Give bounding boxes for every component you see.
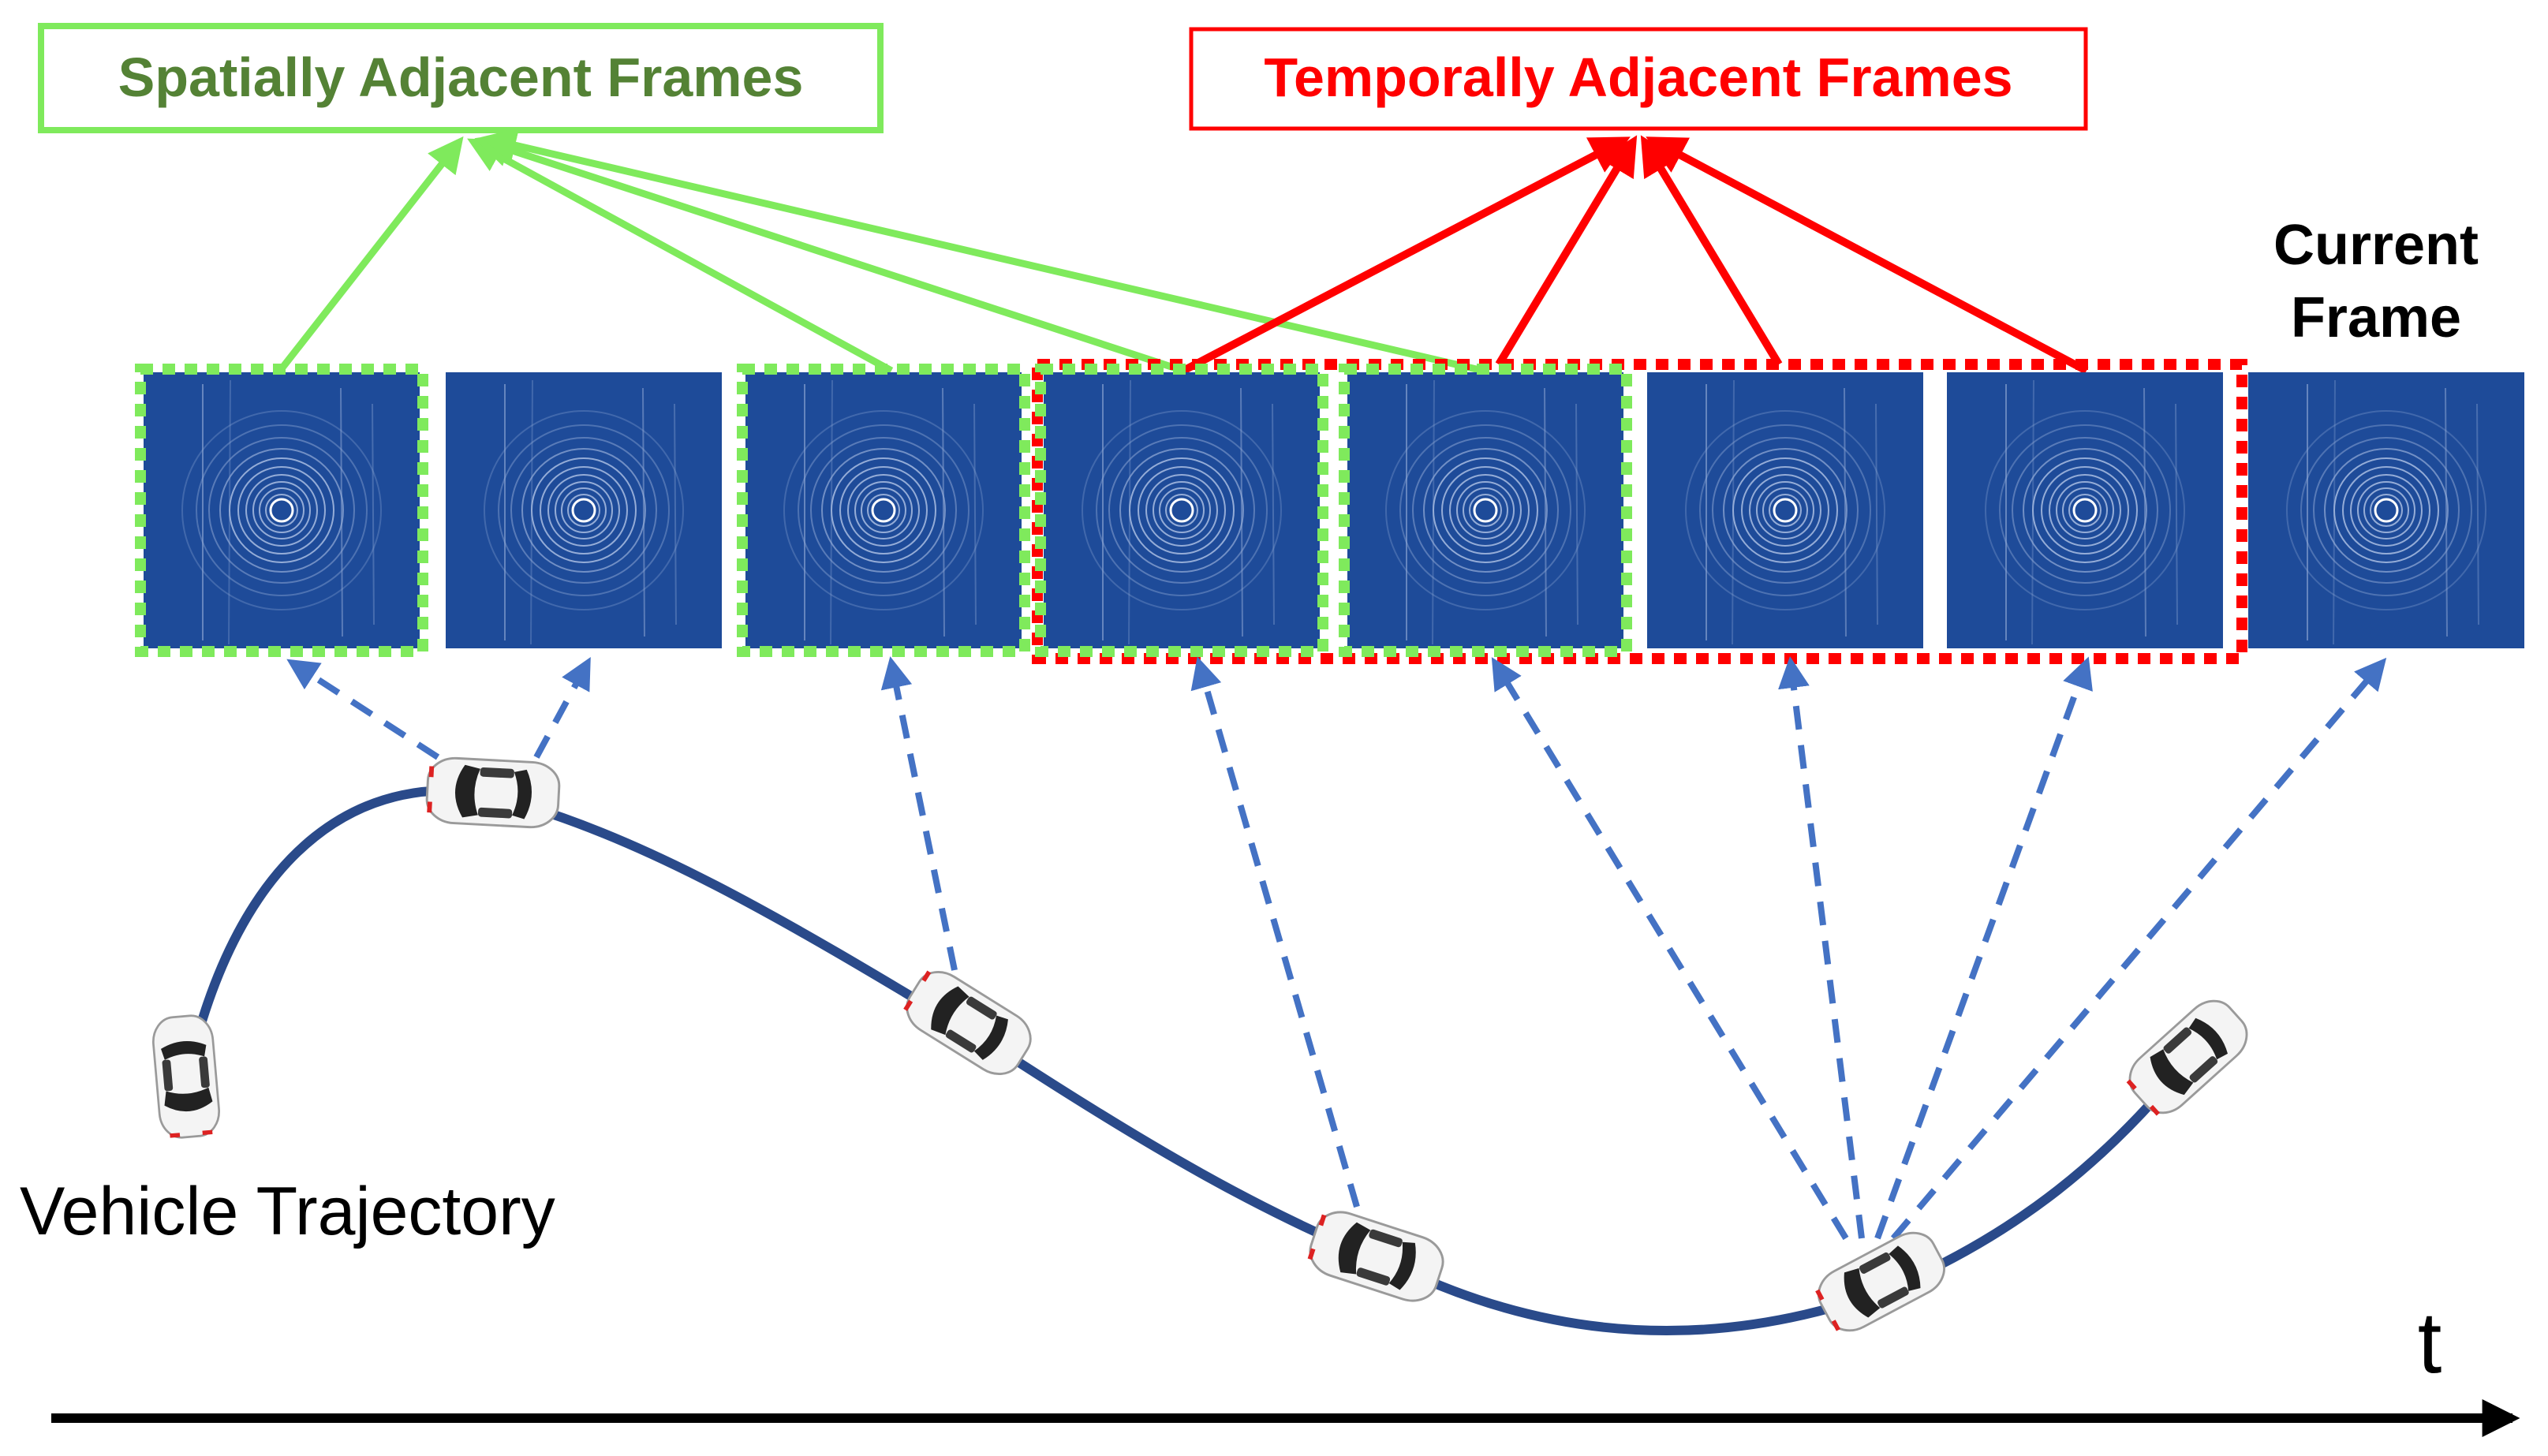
spatial-border-4 bbox=[1035, 364, 1328, 657]
frame-3 bbox=[744, 371, 1023, 650]
spatial-arrow-1 bbox=[277, 136, 464, 373]
vehicle-4 bbox=[1302, 1204, 1451, 1309]
frame-8-current bbox=[2247, 371, 2526, 650]
current-frame-label-line2: Frame bbox=[2291, 286, 2461, 349]
spatial-arrow-3 bbox=[467, 138, 894, 374]
spatial-arrow-4 bbox=[474, 132, 1185, 375]
temporal-selection-arrows bbox=[1181, 135, 2089, 375]
obs-arrow-7 bbox=[1874, 656, 2093, 1240]
obs-arrow-6 bbox=[1778, 656, 1865, 1239]
obs-arrow-4 bbox=[1190, 656, 1360, 1208]
temporal-label-box bbox=[1189, 27, 2088, 131]
obs-arrow-1 bbox=[286, 659, 440, 760]
frame-5 bbox=[1346, 371, 1625, 650]
current-frame-label-line1: Current bbox=[2273, 214, 2479, 277]
frame-4 bbox=[1042, 371, 1321, 650]
frame-1 bbox=[142, 371, 421, 650]
temporal-arrow-6 bbox=[1640, 135, 1783, 367]
spatial-frame-borders bbox=[135, 364, 1632, 657]
observation-arrows bbox=[286, 656, 2387, 1241]
vehicle-trajectory-label: Vehicle Trajectory bbox=[20, 1174, 555, 1249]
spatial-arrow-5 bbox=[480, 128, 1485, 375]
frame-7 bbox=[1945, 371, 2225, 650]
vehicle-3 bbox=[896, 961, 1041, 1085]
spatial-label-box bbox=[38, 23, 884, 133]
spatial-selection-arrows bbox=[277, 128, 1485, 375]
temporal-group-border bbox=[1032, 359, 2247, 664]
temporal-arrow-5 bbox=[1495, 135, 1638, 367]
spatial-label: Spatially Adjacent Frames bbox=[118, 47, 804, 108]
obs-arrow-2 bbox=[533, 656, 591, 759]
frame-2 bbox=[444, 371, 723, 650]
obs-arrow-8 bbox=[1890, 657, 2387, 1241]
temporal-arrow-7 bbox=[1646, 136, 2089, 375]
obs-arrow-3 bbox=[880, 656, 958, 971]
spatial-border-5 bbox=[1339, 364, 1632, 657]
frame-6 bbox=[1646, 371, 1925, 650]
spatial-border-3 bbox=[737, 364, 1030, 657]
vehicle-1 bbox=[150, 1013, 222, 1141]
vehicle-5 bbox=[1809, 1223, 1954, 1341]
vehicle-2 bbox=[424, 756, 562, 830]
vehicle-6 bbox=[2118, 989, 2258, 1125]
spatial-border-1 bbox=[135, 364, 428, 657]
time-axis-label: t bbox=[2418, 1294, 2442, 1391]
temporal-arrow-4 bbox=[1181, 136, 1631, 375]
obs-arrow-5 bbox=[1491, 657, 1849, 1241]
temporal-label: Temporally Adjacent Frames bbox=[1264, 47, 2012, 108]
